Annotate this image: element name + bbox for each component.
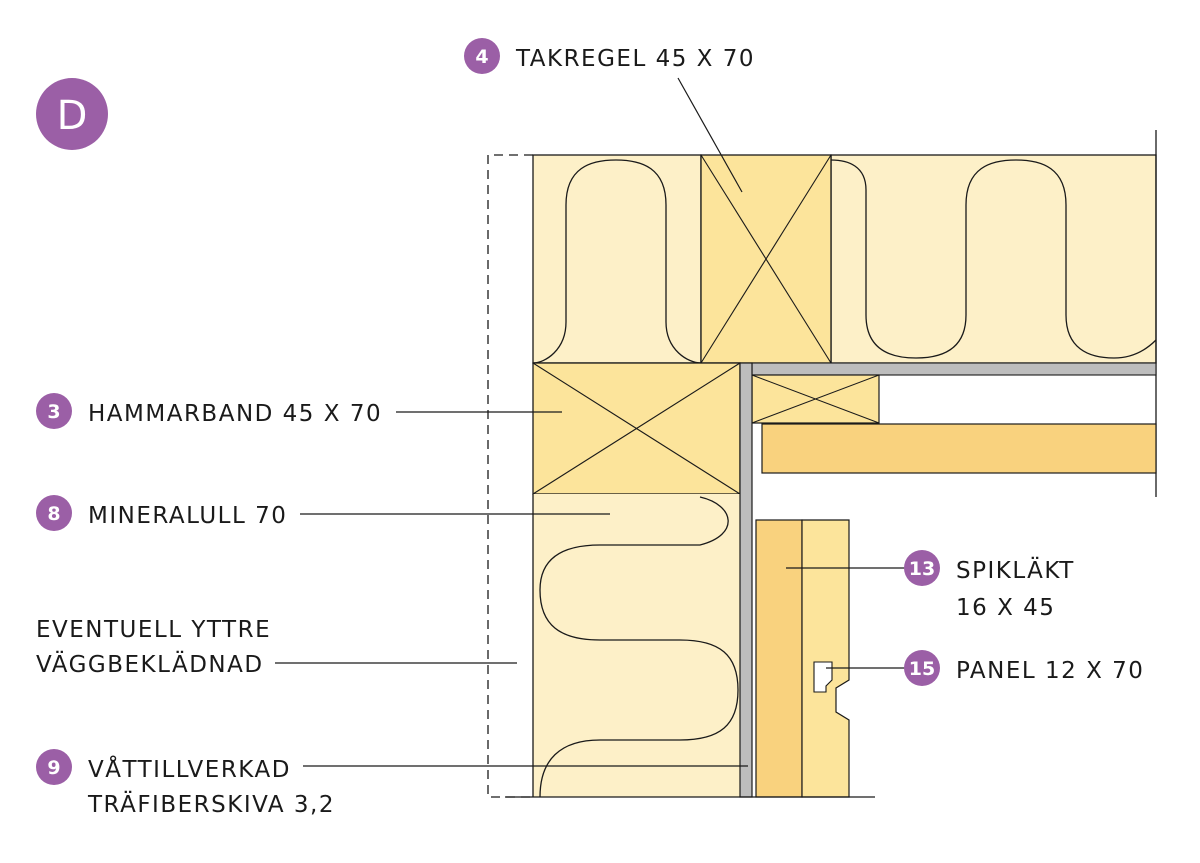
panel-groove: [813, 661, 833, 693]
wall-batten-spiklakt: [755, 519, 803, 798]
wall-panel: [801, 519, 850, 798]
takregel-text: TAKREGEL 45 X 70: [515, 46, 755, 72]
wall-insulation: [533, 494, 740, 797]
ceiling-panel: [761, 423, 1157, 474]
wall-insulation-wave: [539, 496, 739, 798]
ceiling-insulation-wave-2: [830, 159, 1157, 359]
label-hammarband: 3 HAMMARBAND 45 X 70: [36, 393, 382, 429]
rafter-takregel: [700, 154, 832, 364]
skiva-line2: TRÄFIBERSKIVA 3,2: [87, 790, 335, 818]
ceiling-batten: [751, 374, 880, 424]
badge-9: 9: [47, 757, 60, 779]
badge-3: 3: [47, 401, 60, 423]
outer-cladding-outline: [487, 154, 533, 798]
label-spiklakt: 13 SPIKLÄKT 16 X 45: [904, 550, 1075, 621]
label-panel: 15 PANEL 12 X 70: [904, 650, 1144, 686]
badge-8: 8: [47, 503, 60, 525]
badge-4: 4: [475, 46, 488, 68]
ceiling-board: [751, 362, 1157, 376]
label-skiva: 9 VÅTTILLVERKAD TRÄFIBERSKIVA 3,2: [36, 749, 335, 818]
panel-text: PANEL 12 X 70: [956, 658, 1144, 684]
mineralull-text: MINERALULL 70: [88, 503, 287, 529]
yttre-line2: VÄGGBEKLÄDNAD: [36, 650, 264, 678]
label-takregel: 4 TAKREGEL 45 X 70: [464, 38, 755, 74]
label-yttre: EVENTUELL YTTRE VÄGGBEKLÄDNAD: [36, 617, 271, 678]
ceiling-insulation-left: [532, 154, 702, 364]
skiva-line1: VÅTTILLVERKAD: [88, 755, 291, 783]
wall-fibreboard: [739, 362, 753, 798]
yttre-line1: EVENTUELL YTTRE: [36, 617, 271, 643]
ceiling-insulation-right: [830, 154, 1157, 364]
leader-takregel: [677, 77, 743, 193]
label-mineralull: 8 MINERALULL 70: [36, 495, 287, 531]
top-plate-hammarband: [532, 362, 741, 495]
spiklakt-line1: SPIKLÄKT: [956, 556, 1075, 584]
hammarband-text: HAMMARBAND 45 X 70: [88, 401, 382, 427]
spiklakt-line2: 16 X 45: [956, 595, 1055, 621]
badge-13: 13: [909, 558, 935, 580]
badge-15: 15: [909, 658, 935, 680]
section-badge-letter: D: [57, 93, 88, 139]
ceiling-insulation-wave: [532, 159, 702, 364]
section-badge: D: [36, 78, 108, 150]
